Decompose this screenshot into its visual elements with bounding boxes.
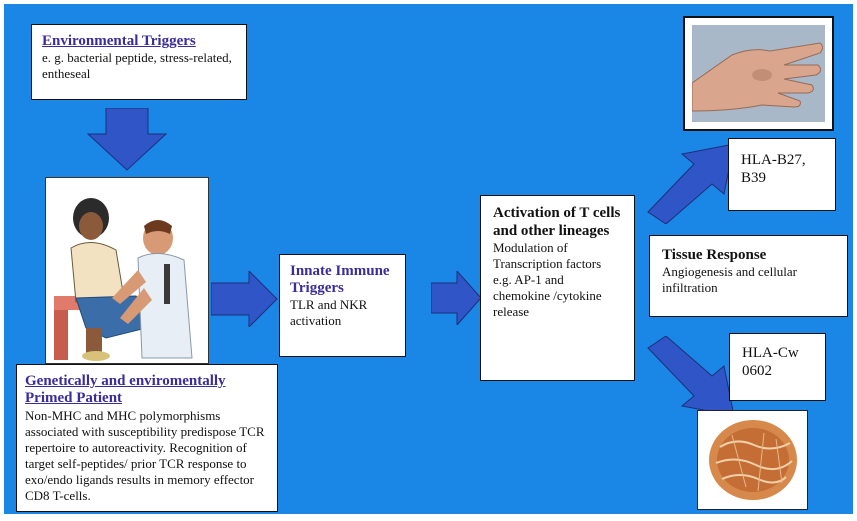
patient-illustration-frame xyxy=(45,177,209,364)
innate-immune-box: Innate Immune Triggers TLR and NKR activ… xyxy=(279,254,406,357)
hla-cw0602-label: HLA-Cw0602 xyxy=(742,345,799,379)
down-arrow xyxy=(86,108,168,171)
hla-b27-label: HLA-B27, B39 xyxy=(741,152,806,186)
innate-immune-body: TLR and NKR activation xyxy=(290,297,368,328)
skin-lesion-photo-frame xyxy=(697,410,808,510)
activation-box: Activation of T cells and other lineages… xyxy=(480,195,635,381)
environmental-triggers-box: Environmental Triggers e. g. bacterial p… xyxy=(31,24,247,100)
right-arrow-to-innate xyxy=(211,271,278,327)
right-arrow-to-activation xyxy=(431,271,482,325)
environmental-triggers-body: e. g. bacterial peptide, stress-related,… xyxy=(42,50,232,81)
hla-cw0602-box: HLA-Cw0602 xyxy=(729,333,826,401)
tissue-response-box: Tissue Response Angiogenesis and cellula… xyxy=(649,235,848,317)
primed-patient-body: Non-MHC and MHC polymorphisms associated… xyxy=(25,408,265,503)
innate-immune-title: Innate Immune Triggers xyxy=(290,263,390,296)
primed-patient-box: Genetically and enviromentally Primed Pa… xyxy=(16,364,278,512)
doctor-patient-illustration xyxy=(46,178,208,363)
down-right-arrow xyxy=(647,336,735,417)
tissue-response-title: Tissue Response xyxy=(662,247,767,263)
primed-patient-title: Genetically and enviromentally Primed Pa… xyxy=(25,373,226,406)
up-right-arrow xyxy=(647,143,735,224)
hand-photo-frame xyxy=(683,16,834,131)
activation-body: Modulation of Transcription factors e.g.… xyxy=(493,240,602,319)
environmental-triggers-title: Environmental Triggers xyxy=(42,33,196,49)
hla-b27-box: HLA-B27, B39 xyxy=(728,138,836,211)
activation-title: Activation of T cells and other lineages xyxy=(493,205,621,239)
hand-photo xyxy=(692,25,825,122)
tissue-response-body: Angiogenesis and cellular infiltration xyxy=(662,264,798,295)
skin-lesion-photo xyxy=(706,417,800,503)
